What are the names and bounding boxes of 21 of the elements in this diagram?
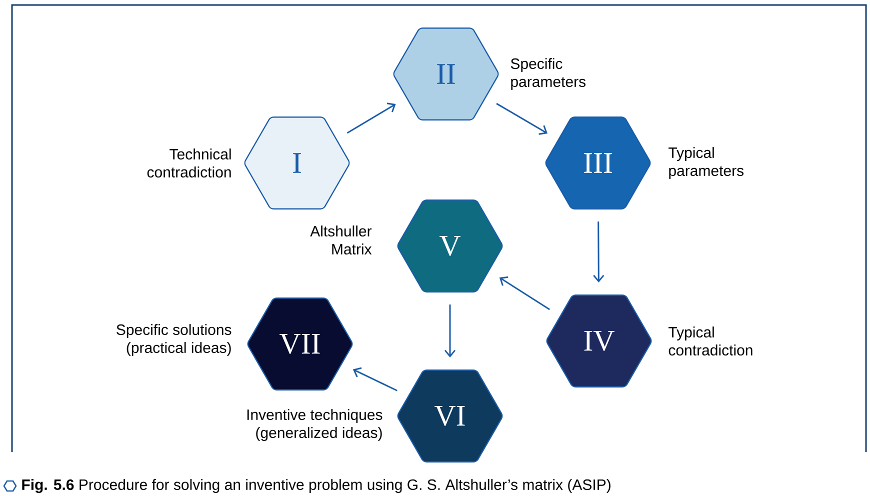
node-label: Technical contradiction [147,148,231,178]
arrow [499,276,550,310]
caption: Fig. 5.6 Procedure for solving an inventive problem using G. S. Altshuller’s matrix (ASIP) [22,478,610,494]
arrow [346,102,396,134]
arrow [496,102,548,135]
hexagon: V [397,200,503,292]
node-label: Altshuller Matrix [310,226,372,254]
hexagon: IV [546,294,652,388]
hexagon: I [244,116,350,210]
hexagon: VI [397,370,503,462]
arrow [444,304,456,358]
arrow [352,367,398,392]
hexagon: II [393,28,499,120]
node-label: Specific parameters [510,58,586,90]
node-label: Typical contradiction [668,326,752,356]
node-label: Specific solutions (practical ideas) [116,324,232,356]
node-label: Typical parameters [668,147,744,179]
hexagon: VII [247,298,353,390]
hexagon: III [545,116,651,210]
node-label: Inventive techniques (generalized ideas) [247,409,382,441]
arrow [593,222,604,282]
